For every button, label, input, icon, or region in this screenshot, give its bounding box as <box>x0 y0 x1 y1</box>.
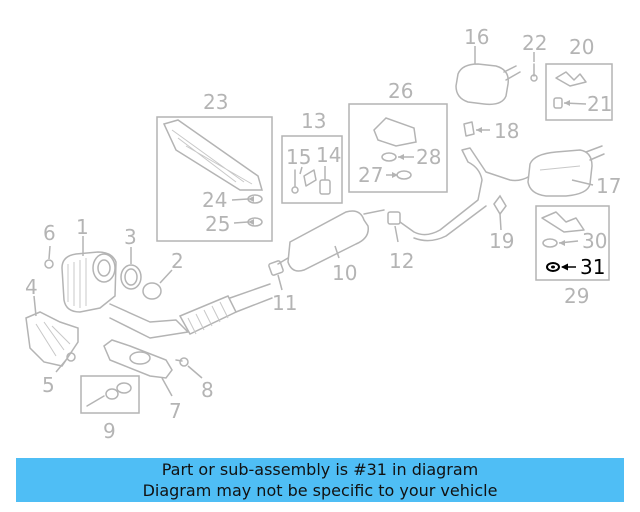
part-2-gasket[interactable] <box>142 282 162 300</box>
rear-pipe <box>399 147 531 242</box>
callout-28: 28 <box>416 145 441 169</box>
part-17-rear-muffler[interactable] <box>527 145 605 197</box>
part-19-hanger[interactable] <box>493 194 507 216</box>
part-16-resonator[interactable] <box>455 63 521 106</box>
callout-22: 22 <box>522 31 547 55</box>
part-14-bracket[interactable] <box>303 169 317 187</box>
exhaust-parts-diagram: 1 2 3 4 5 6 7 8 9 10 11 12 13 14 15 16 1… <box>25 25 621 443</box>
callout-17: 17 <box>596 174 621 198</box>
callout-labels: 1 2 3 4 5 6 7 8 9 10 11 12 13 14 15 16 1… <box>25 25 621 443</box>
callout-30: 30 <box>582 229 607 253</box>
callout-10: 10 <box>332 261 357 285</box>
leader-lines <box>33 46 594 397</box>
part-31-nut[interactable] <box>546 262 560 272</box>
callout-20: 20 <box>569 35 594 59</box>
callout-13: 13 <box>301 109 326 133</box>
part-5-nut[interactable] <box>66 352 76 362</box>
part-29-bracket <box>541 211 585 233</box>
group-box-26 <box>348 103 448 193</box>
part-6-nut[interactable] <box>44 259 54 269</box>
callout-27: 27 <box>358 163 383 187</box>
callout-2: 2 <box>171 249 184 273</box>
part-9-gasket-kit <box>86 382 132 407</box>
callout-29: 29 <box>564 284 589 308</box>
callout-11: 11 <box>272 291 297 315</box>
group-box-9 <box>80 375 140 414</box>
part-4-heat-shield[interactable] <box>25 311 79 367</box>
part-23-heat-shield[interactable] <box>162 119 263 191</box>
info-banner: Part or sub-assembly is #31 in diagram D… <box>16 458 624 502</box>
part-8-bolt[interactable] <box>175 357 189 367</box>
part-13-insulator[interactable] <box>319 179 331 195</box>
part-12-clamp[interactable] <box>387 211 401 225</box>
callout-3: 3 <box>124 225 137 249</box>
callout-25: 25 <box>205 212 230 236</box>
banner-line-2: Diagram may not be specific to your vehi… <box>142 481 498 500</box>
callout-12: 12 <box>389 249 414 273</box>
part-28-washer[interactable] <box>381 152 397 162</box>
part-27-washer[interactable] <box>396 170 412 180</box>
part-11-clamp[interactable] <box>268 260 284 276</box>
group-box-23 <box>156 116 273 242</box>
callout-7: 7 <box>169 399 182 423</box>
callout-8: 8 <box>201 378 214 402</box>
callout-6: 6 <box>43 221 56 245</box>
part-20-bracket[interactable] <box>555 71 587 87</box>
callout-16: 16 <box>464 25 489 49</box>
part-10-center-muffler[interactable] <box>277 209 385 272</box>
group-box-13 <box>281 135 343 204</box>
part-21-insulator[interactable] <box>553 97 563 109</box>
callout-26: 26 <box>388 79 413 103</box>
part-18-bracket[interactable] <box>463 121 475 137</box>
callout-5: 5 <box>42 373 55 397</box>
group-box-29 <box>535 205 610 281</box>
callout-31: 31 <box>580 255 605 279</box>
callout-23: 23 <box>203 90 228 114</box>
callout-1: 1 <box>76 215 89 239</box>
part-26-heat-shield[interactable] <box>373 117 417 147</box>
part-30-washer[interactable] <box>542 238 558 248</box>
part-22-bolt[interactable] <box>530 63 538 82</box>
group-box-20 <box>545 63 613 121</box>
part-15-bolt[interactable] <box>291 169 299 194</box>
part-7-flange-gasket[interactable] <box>103 339 173 379</box>
leader-arrowheads <box>248 100 570 271</box>
banner-line-1: Part or sub-assembly is #31 in diagram <box>161 460 479 479</box>
part-1-catalytic-converter[interactable] <box>61 251 117 313</box>
callout-9: 9 <box>103 419 116 443</box>
callout-18: 18 <box>494 119 519 143</box>
callout-24: 24 <box>202 188 227 212</box>
callout-14: 14 <box>316 143 341 167</box>
callout-15: 15 <box>286 145 311 169</box>
front-pipe <box>109 283 273 339</box>
callout-21: 21 <box>587 92 612 116</box>
callout-4: 4 <box>25 275 38 299</box>
part-3-clamp[interactable] <box>120 264 142 290</box>
callout-19: 19 <box>489 229 514 253</box>
